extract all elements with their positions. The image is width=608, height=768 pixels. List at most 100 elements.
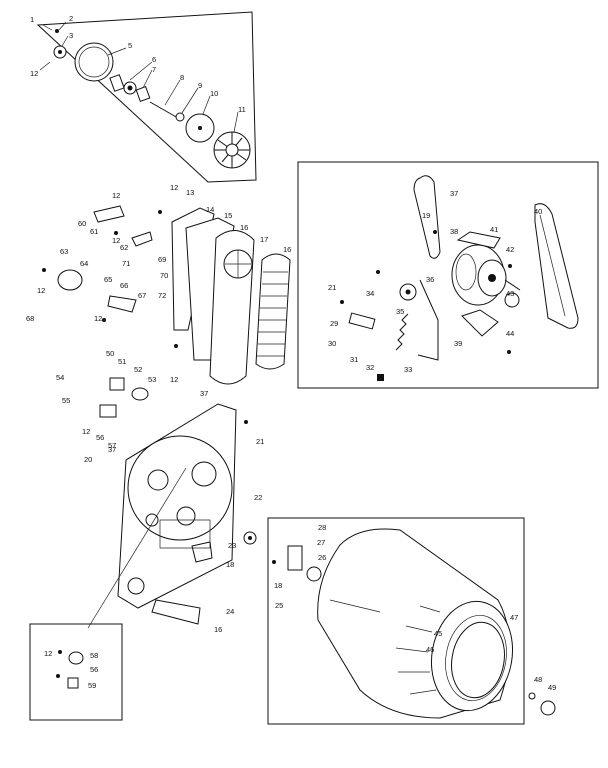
blower-wheel — [213, 131, 251, 169]
callout-12c: 12 — [170, 183, 178, 192]
roller-washer — [528, 692, 536, 700]
callout-34: 34 — [366, 289, 374, 298]
callout-17: 17 — [260, 235, 268, 244]
roller-bracket — [287, 545, 303, 571]
callout-63: 63 — [60, 247, 68, 256]
gasket-ring — [74, 42, 114, 82]
callout-18a: 18 — [226, 560, 234, 569]
callout-5: 5 — [128, 41, 132, 50]
inset-detail-group — [29, 623, 123, 721]
callout-14: 14 — [206, 205, 214, 214]
callout-9: 9 — [198, 81, 202, 90]
callout-44: 44 — [506, 329, 514, 338]
callout-56a: 56 — [96, 433, 104, 442]
idler-spring — [395, 313, 409, 351]
callout-12i: 12 — [44, 649, 52, 658]
callout-labels: 1 2 3 5 6 7 8 9 10 11 12 12 12 12 12 12 … — [26, 14, 556, 692]
thermal-fuse — [151, 599, 201, 625]
callout-24: 24 — [226, 607, 234, 616]
callout-61: 61 — [90, 227, 98, 236]
drum-belt — [534, 203, 579, 329]
callout-56b: 56 — [90, 665, 98, 674]
callout-25: 25 — [275, 601, 283, 610]
callout-57: 57 — [108, 441, 116, 450]
callout-42: 42 — [506, 245, 514, 254]
idler-bracket — [417, 279, 439, 361]
callout-43: 43 — [506, 289, 514, 298]
callout-50: 50 — [106, 349, 114, 358]
callout-38: 38 — [450, 227, 458, 236]
timer-motor — [57, 269, 83, 291]
callout-26: 26 — [318, 553, 326, 562]
callout-39: 39 — [454, 339, 462, 348]
callout-16b: 16 — [283, 245, 291, 254]
callout-35: 35 — [396, 307, 404, 316]
motor-clamp — [456, 231, 501, 249]
mounting-bracket — [93, 205, 125, 223]
callout-65: 65 — [104, 275, 112, 284]
callout-31: 31 — [350, 355, 358, 364]
callout-2: 2 — [69, 14, 73, 23]
callout-49: 49 — [548, 683, 556, 692]
callout-30: 30 — [328, 339, 336, 348]
callout-13: 13 — [186, 188, 194, 197]
callout-68: 68 — [26, 314, 34, 323]
callout-18b: 18 — [274, 581, 282, 590]
motor-assembly-frame — [297, 161, 599, 389]
callout-28: 28 — [318, 523, 326, 532]
callout-60: 60 — [78, 219, 86, 228]
callout-16a: 16 — [240, 223, 248, 232]
callout-37b: 37 — [200, 389, 208, 398]
inset-part-lower — [67, 677, 79, 689]
callout-20: 20 — [84, 455, 92, 464]
sensor-bracket — [99, 404, 117, 418]
inset-detail-frame — [29, 623, 123, 721]
lint-screen — [255, 253, 291, 370]
callout-8: 8 — [180, 73, 184, 82]
lint-screen-grid — [257, 271, 288, 357]
callout-40: 40 — [534, 207, 542, 216]
callout-11: 11 — [238, 105, 246, 114]
front-bulkhead-group — [42, 205, 291, 629]
blower-assembly-group — [36, 11, 257, 183]
callout-46: 46 — [426, 645, 434, 654]
callout-12e: 12 — [37, 286, 45, 295]
drum-roller — [306, 566, 322, 582]
drive-belt — [413, 175, 441, 259]
motor-pulley — [504, 292, 520, 308]
callout-72: 72 — [158, 291, 166, 300]
bulkhead-opening — [127, 577, 145, 595]
switch-body — [348, 312, 376, 330]
callout-16c: 16 — [214, 625, 222, 634]
callout-47: 47 — [510, 613, 518, 622]
callout-12f: 12 — [94, 314, 102, 323]
callout-52: 52 — [134, 365, 142, 374]
callout-54: 54 — [56, 373, 64, 382]
callout-53: 53 — [148, 375, 156, 384]
callout-55: 55 — [62, 396, 70, 405]
callout-37a: 37 — [450, 189, 458, 198]
drum-front-opening — [451, 621, 505, 699]
callout-58: 58 — [90, 651, 98, 660]
callout-51: 51 — [118, 357, 126, 366]
drum-assembly-group — [267, 517, 556, 725]
callout-67: 67 — [138, 291, 146, 300]
motor-bracket — [191, 541, 213, 563]
callout-70: 70 — [160, 271, 168, 280]
motor-mount — [461, 309, 499, 337]
callout-23: 23 — [228, 541, 236, 550]
terminal-block — [131, 231, 153, 247]
callout-27: 27 — [317, 538, 325, 547]
callout-69: 69 — [158, 255, 166, 264]
callout-7: 7 — [152, 65, 156, 74]
switch-actuator — [131, 387, 149, 401]
callout-12h: 12 — [82, 427, 90, 436]
nut-clip — [377, 374, 384, 381]
callout-15: 15 — [224, 211, 232, 220]
callout-41: 41 — [490, 225, 498, 234]
callout-1: 1 — [30, 15, 34, 24]
callout-71: 71 — [122, 259, 130, 268]
callout-12a: 12 — [30, 69, 38, 78]
callout-3: 3 — [69, 31, 73, 40]
